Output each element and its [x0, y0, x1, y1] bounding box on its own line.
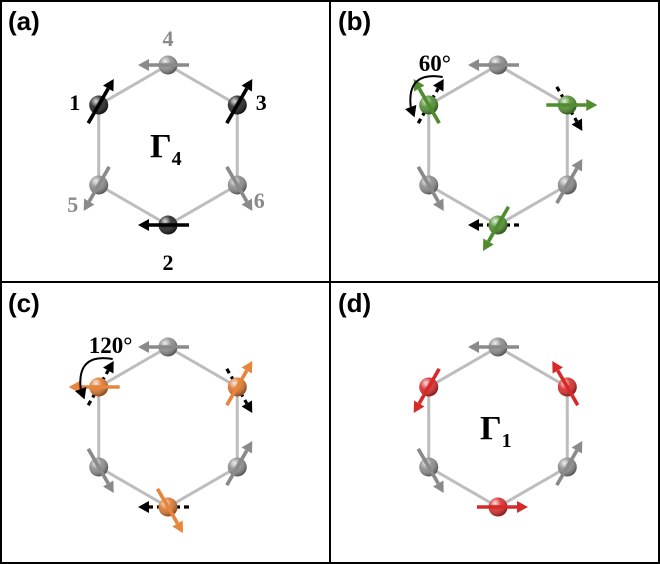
irrep-label: Γ4	[150, 128, 182, 170]
spin-arrow-head	[413, 400, 425, 413]
spin-arrow-head	[172, 520, 183, 533]
spin-shaft	[86, 447, 110, 485]
panel-label: (d)	[338, 288, 371, 318]
irrep-subscript: 4	[172, 148, 182, 170]
site-3	[138, 487, 189, 533]
spin-arrow-head	[103, 480, 114, 493]
spin-shaft	[155, 487, 180, 525]
site-2	[555, 159, 583, 205]
spin-arrow-head	[483, 238, 494, 251]
spin-shaft	[87, 165, 111, 203]
site-number: 4	[163, 26, 174, 51]
spin-arrow-head	[138, 59, 149, 71]
rotation-arc	[409, 75, 443, 108]
irrep-subscript: 1	[502, 430, 512, 452]
rotation-angle-label: 60°	[419, 51, 451, 76]
rotation-arc-head	[405, 104, 417, 118]
spin-arrow-head	[433, 480, 444, 493]
reference-arrow-head	[103, 361, 114, 374]
hexagon-lattice	[97, 345, 239, 509]
spin-shaft	[86, 87, 110, 125]
site-1	[546, 86, 598, 131]
spin-shaft	[417, 87, 441, 125]
site-1: 3	[225, 79, 267, 125]
site-0	[138, 337, 189, 357]
spin-shaft	[225, 87, 249, 125]
site-4	[86, 447, 114, 493]
reference-arrow-head	[241, 400, 253, 413]
site-1	[552, 361, 580, 407]
site-0: 4	[138, 26, 189, 75]
spin-arrow-head	[433, 198, 444, 211]
site-5	[68, 361, 120, 406]
reference-arrow-head	[571, 118, 583, 131]
spin-arrow-head	[138, 341, 149, 353]
site-2	[555, 441, 583, 487]
spin-arrow-head	[241, 361, 253, 374]
spin-shaft	[225, 165, 249, 203]
spin-shaft	[416, 165, 440, 203]
rotation-angle-label: 120°	[89, 333, 133, 358]
site-5	[413, 79, 444, 125]
spin-arrow-head	[468, 341, 479, 353]
spin-arrow-head	[241, 79, 253, 92]
rotation-arc-head	[75, 386, 87, 400]
panel-label: (a)	[8, 6, 40, 36]
site-number: 2	[163, 250, 174, 275]
panel-3: (d) Γ1	[338, 288, 583, 517]
spin-arrow-head	[552, 361, 563, 374]
spin-arrow-head	[468, 59, 479, 71]
irrep-label: Γ1	[480, 410, 512, 452]
spin-arrow-head	[241, 198, 253, 211]
spin-shaft	[555, 167, 579, 205]
site-4	[416, 447, 444, 493]
site-4: 5	[67, 165, 111, 217]
reference-arrow-head	[433, 79, 444, 92]
panel-1: (b) 60°	[338, 6, 598, 251]
site-number: 3	[256, 90, 267, 115]
spin-shaft	[225, 449, 249, 487]
spin-arrow-head	[586, 99, 598, 111]
site-2: 6	[225, 165, 265, 213]
spin-arrow-head	[571, 159, 583, 172]
panel-label: (c)	[8, 288, 40, 318]
rotation-arc	[79, 357, 113, 390]
reference-arrow-head	[138, 501, 149, 513]
spin-arrow-head	[241, 441, 253, 454]
spin-shaft	[225, 369, 249, 407]
site-3	[477, 497, 528, 517]
spin-arrow-head	[571, 441, 583, 454]
site-0	[468, 55, 519, 75]
spin-arrow-head	[517, 501, 528, 513]
reference-arrow-head	[468, 219, 479, 231]
panel-label: (b)	[338, 6, 371, 36]
site-1	[225, 361, 253, 413]
spin-shaft	[416, 447, 440, 485]
spin-shaft	[555, 449, 579, 487]
site-number: 6	[254, 188, 265, 213]
spin-shaft	[486, 205, 511, 243]
site-3: 2	[138, 215, 189, 275]
hexagon-lattice	[427, 63, 569, 227]
site-5	[413, 367, 441, 413]
spin-arrow-head	[83, 198, 95, 211]
site-4	[416, 165, 444, 211]
site-0	[468, 337, 519, 357]
panel-0: (a) 4 3 6 2 5 1Γ4	[8, 6, 267, 275]
spin-shaft	[417, 367, 441, 405]
site-2	[225, 441, 253, 487]
site-3	[468, 205, 519, 251]
site-number: 1	[69, 90, 80, 115]
panel-2: (c) 120°	[8, 288, 253, 533]
site-number: 5	[67, 192, 78, 217]
spin-arrow-head	[138, 219, 149, 231]
spin-shaft	[556, 369, 580, 407]
site-5: 1	[69, 79, 114, 125]
spin-arrow-head	[103, 79, 114, 92]
spin-arrow-head	[68, 381, 80, 393]
